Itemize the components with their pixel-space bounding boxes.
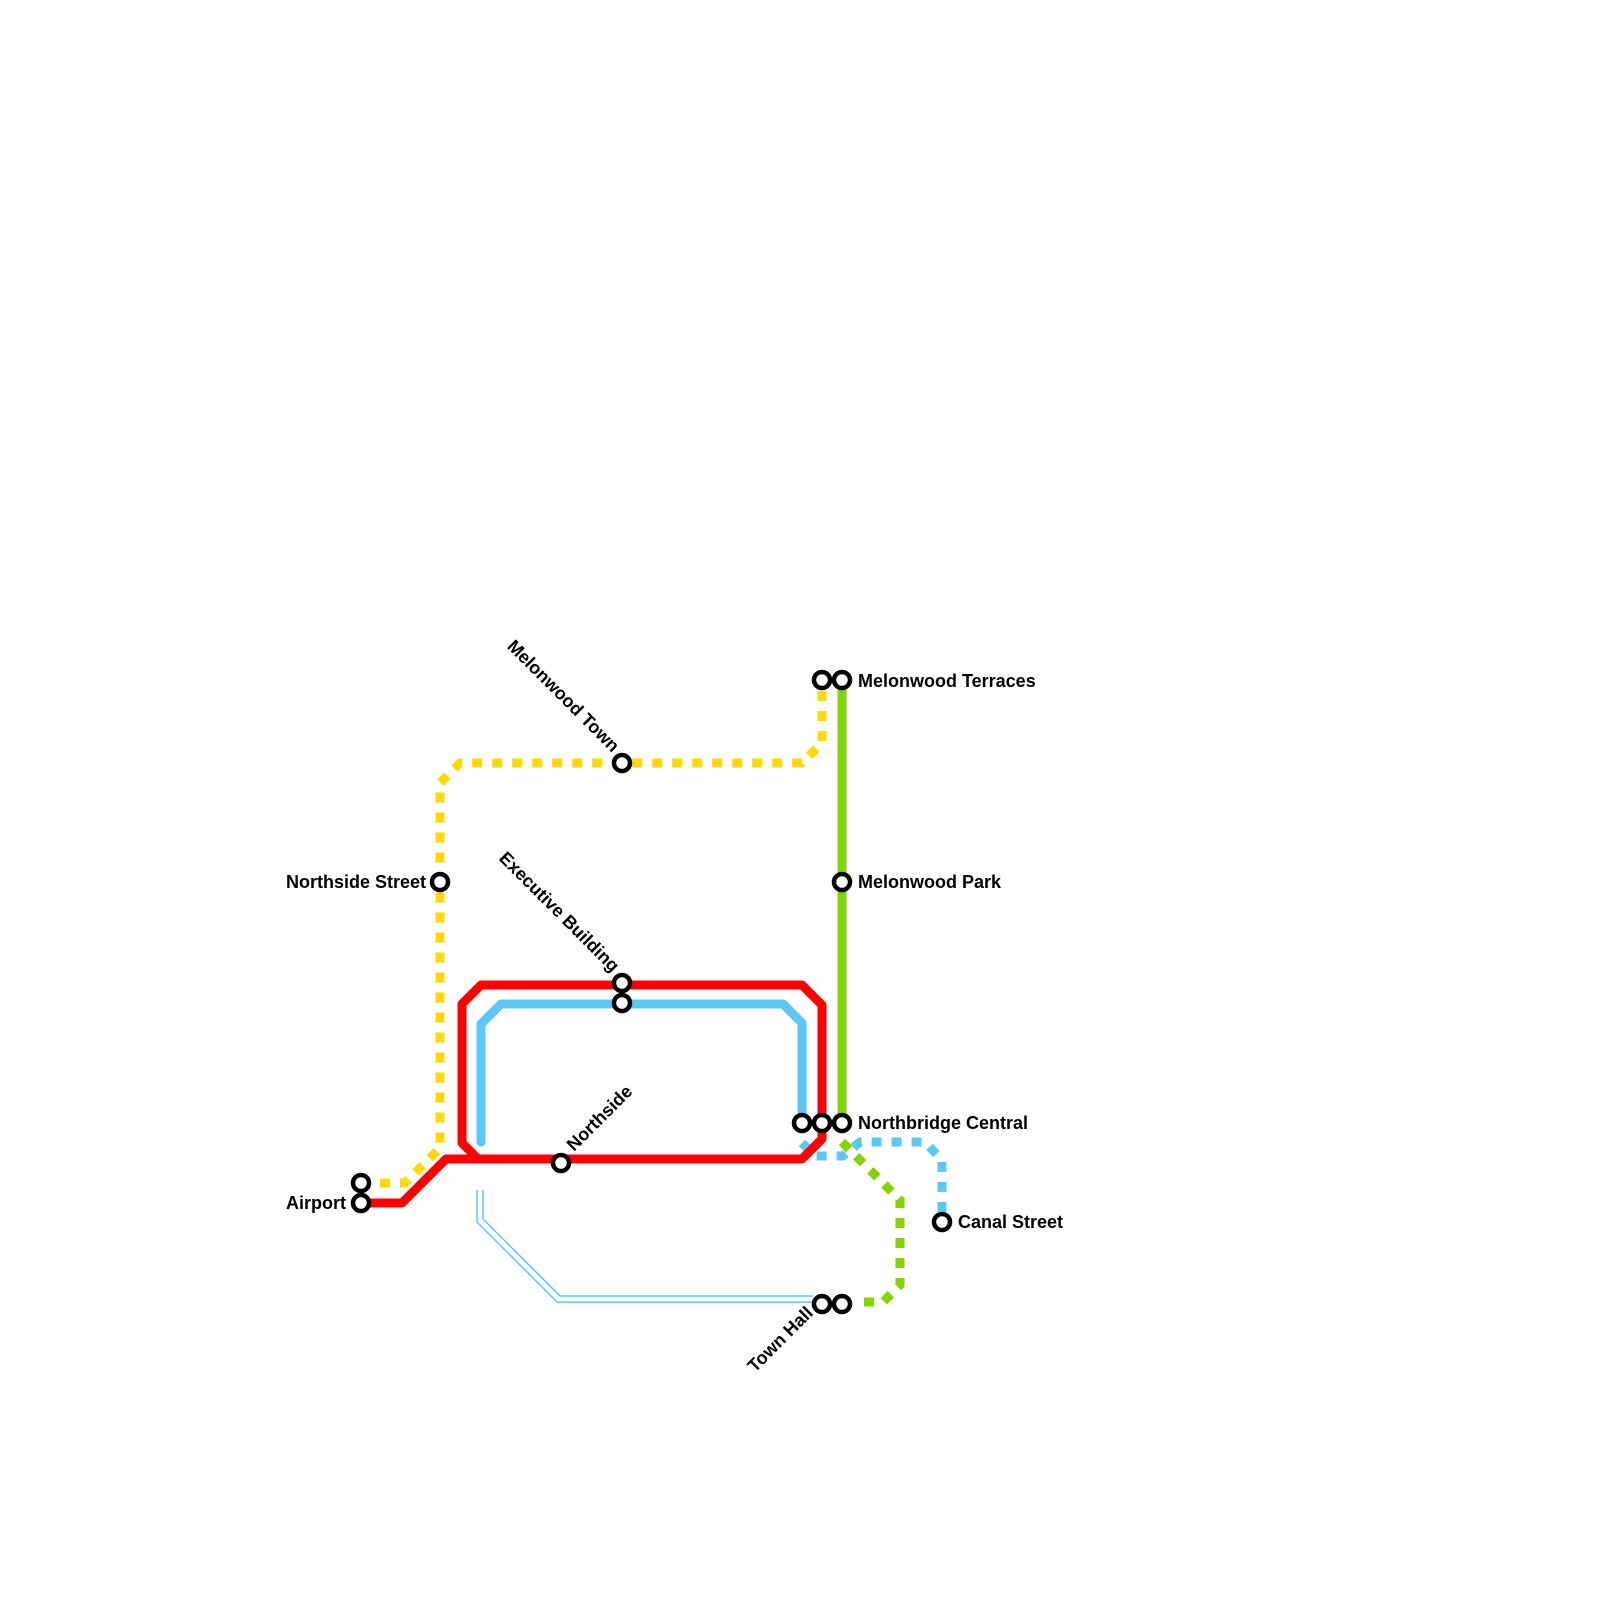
blue-line-planned-segment <box>476 1190 813 1303</box>
label-northbridge-central: Northbridge Central <box>858 1113 1028 1133</box>
blue-line <box>476 999 807 1147</box>
station-dot-executive-building-red[interactable] <box>611 972 633 994</box>
station-dot-town-hall-blue[interactable] <box>811 1293 833 1315</box>
label-town-hall: Town Hall <box>744 1303 817 1376</box>
station-dot-airport-yellow[interactable] <box>350 1172 372 1194</box>
station-dot-airport-red[interactable] <box>350 1192 372 1214</box>
station-dot-northside-street[interactable] <box>429 871 451 893</box>
label-northside: Northside <box>563 1081 637 1155</box>
red-line <box>362 980 827 1208</box>
station-dot-canal-street[interactable] <box>931 1211 953 1233</box>
station-markers <box>350 669 953 1315</box>
label-northside-street: Northside Street <box>286 872 426 892</box>
station-dot-melonwood-town[interactable] <box>611 752 633 774</box>
blue-line-dashed <box>798 1137 947 1222</box>
station-dot-northside[interactable] <box>550 1152 572 1174</box>
label-canal-street: Canal Street <box>958 1212 1063 1232</box>
label-airport: Airport <box>286 1193 346 1213</box>
label-melonwood-park: Melonwood Park <box>858 872 1002 892</box>
label-melonwood-terraces: Melonwood Terraces <box>858 671 1036 691</box>
station-dot-melonwood-terraces-yellow[interactable] <box>811 669 833 691</box>
station-dot-northbridge-central-green[interactable] <box>831 1112 853 1134</box>
station-dot-town-hall-green[interactable] <box>831 1293 853 1315</box>
station-dot-melonwood-terraces-green[interactable] <box>831 669 853 691</box>
label-melonwood-town: Melonwood Town <box>503 636 623 756</box>
station-dot-northbridge-central-red[interactable] <box>811 1112 833 1134</box>
label-executive-building: Executive Building <box>495 848 623 976</box>
station-dot-northbridge-central-blue[interactable] <box>791 1112 813 1134</box>
station-dot-executive-building-blue[interactable] <box>611 992 633 1014</box>
green-line-dashed <box>838 1138 905 1307</box>
station-dot-melonwood-park[interactable] <box>831 871 853 893</box>
